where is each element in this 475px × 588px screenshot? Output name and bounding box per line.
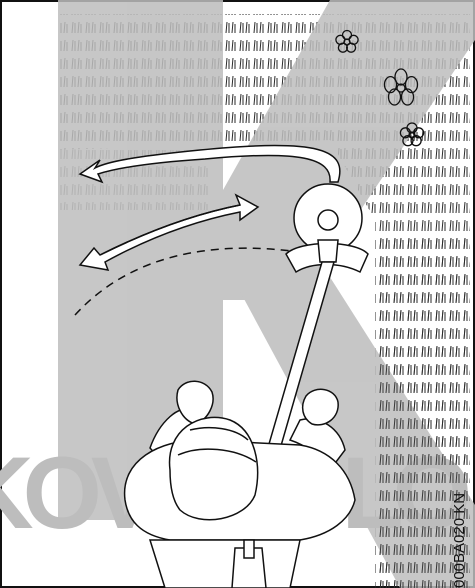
figure-code-label: 000BA020 KN (451, 492, 468, 588)
flower-icon (335, 29, 359, 53)
harness-clip (243, 539, 255, 559)
operator-left-hand (176, 380, 214, 425)
uncut-grass-strip (378, 230, 470, 588)
operator-helmet (168, 416, 259, 521)
trimmer-head (285, 183, 369, 274)
flower-icon (399, 122, 425, 147)
flower-icon (383, 68, 419, 106)
operator-figure (123, 380, 356, 588)
operator-right-hand (301, 388, 339, 426)
flower-icons (335, 29, 425, 147)
upper-sweep-arrow (78, 144, 341, 184)
operator-back (148, 539, 301, 588)
sweep-arrows (78, 144, 341, 271)
trimmer-hub (317, 209, 339, 231)
cutting-arc-dashed (74, 247, 301, 316)
